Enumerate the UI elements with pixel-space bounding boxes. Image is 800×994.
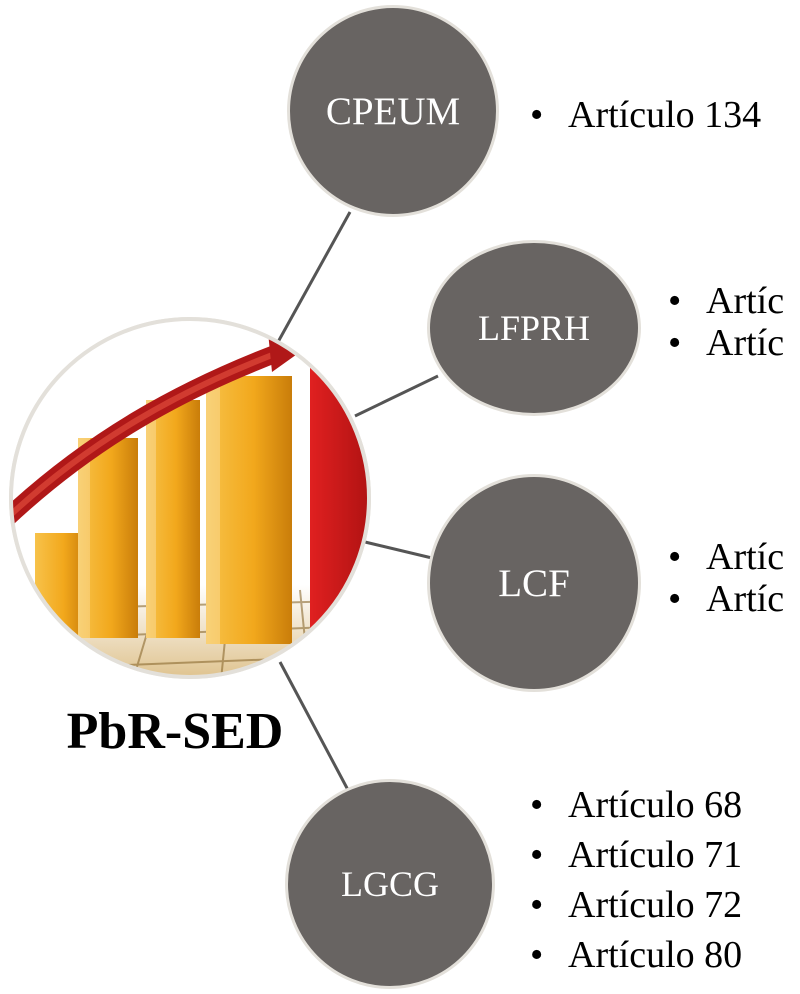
list-item: Artíc xyxy=(668,280,784,322)
list-item: Artíc xyxy=(668,578,784,620)
node-lfprh-label: LFPRH xyxy=(477,308,591,348)
list-item: Artíc xyxy=(668,536,784,578)
list-item: Artículo 68 xyxy=(530,780,742,830)
node-lcf-label: LCF xyxy=(498,561,570,605)
bar-chart-growth-icon xyxy=(9,317,371,679)
list-item: Artículo 72 xyxy=(530,880,742,930)
connector-lcf xyxy=(364,540,433,560)
connector-cpeum xyxy=(276,211,352,343)
connector-lfprh xyxy=(354,374,439,418)
node-lgcg-label: LGCG xyxy=(341,864,439,904)
lfprh-articles-list: Artíc Artíc xyxy=(668,280,784,364)
connector-lgcg xyxy=(278,661,350,791)
list-item: Artículo 134 xyxy=(530,94,761,136)
node-lgcg: LGCG xyxy=(285,779,495,989)
node-cpeum: CPEUM xyxy=(287,5,499,217)
list-item: Artículo 80 xyxy=(530,930,742,980)
node-cpeum-label: CPEUM xyxy=(325,89,461,133)
list-item: Artículo 71 xyxy=(530,830,742,880)
list-item: Artíc xyxy=(668,322,784,364)
node-lfprh: LFPRH xyxy=(427,240,641,416)
node-lcf: LCF xyxy=(427,474,641,692)
lgcg-articles-list: Artículo 68 Artículo 71 Artículo 72 Artí… xyxy=(530,780,742,980)
cpeum-articles-list: Artículo 134 xyxy=(530,94,761,136)
lcf-articles-list: Artíc Artíc xyxy=(668,536,784,620)
hub-title: PbR-SED xyxy=(66,703,284,760)
